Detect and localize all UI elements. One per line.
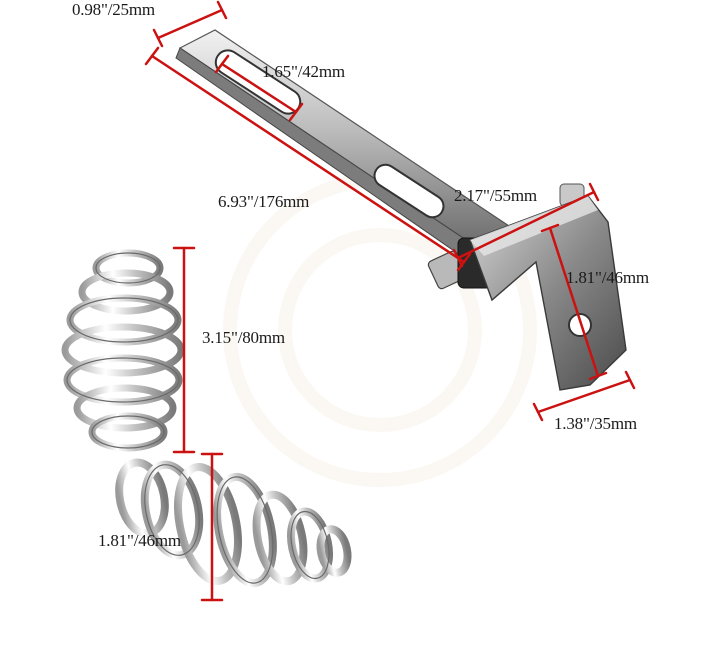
dimension-slot-length: 1.65"/42mm [262, 62, 345, 81]
dimension-tab-height: 1.81"/46mm [566, 268, 649, 287]
bracket-slots [214, 49, 445, 219]
dimension-tab-width: 1.38"/35mm [554, 414, 637, 433]
dimension-spring-height: 3.15"/80mm [202, 328, 285, 347]
dimension-lines [144, 0, 636, 602]
dimension-bend-width: 2.17"/55mm [454, 186, 537, 205]
dimension-bracket-length: 6.93"/176mm [218, 192, 310, 211]
dimension-bracket-width: 0.98"/25mm [72, 0, 155, 19]
dimension-spring-length: 1.81"/46mm [98, 531, 181, 550]
bracket-tab-hole [568, 313, 592, 337]
